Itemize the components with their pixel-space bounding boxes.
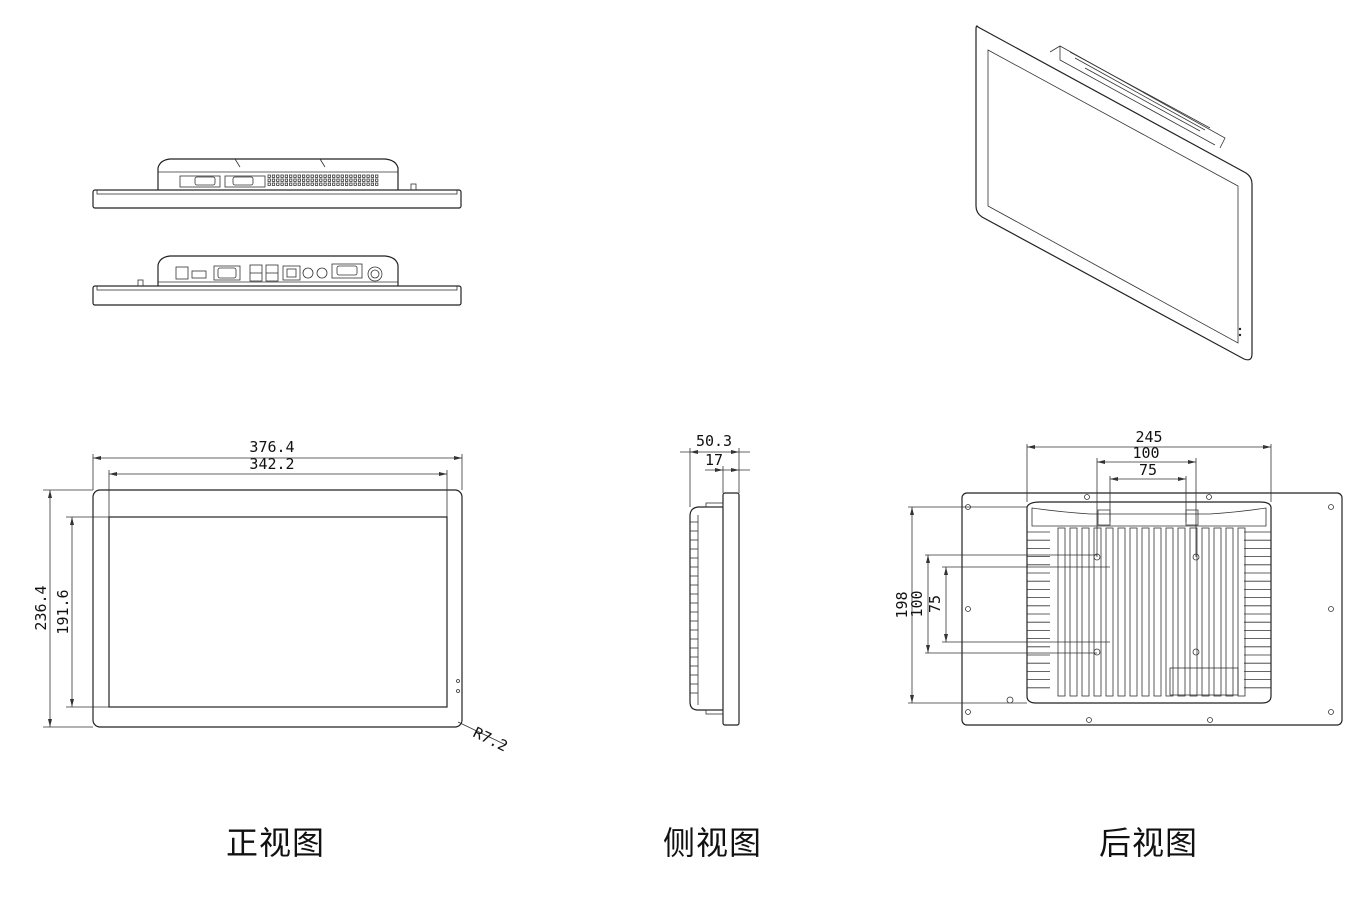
rear-heatsink-slots	[1057, 527, 1246, 697]
top-view-drawing	[92, 158, 462, 209]
front-view-caption: 正视图	[226, 824, 326, 862]
dim-rear-height-75: 75	[926, 595, 944, 613]
dim-rear-width-75: 75	[1139, 461, 1157, 479]
dim-depth-total: 50.3	[696, 432, 732, 450]
side-heatsink-fins	[690, 515, 699, 705]
rear-fins-left	[1027, 531, 1050, 689]
bottom-view-drawing	[92, 255, 462, 306]
dim-rear-width-100: 100	[1132, 444, 1159, 462]
dim-height-outer: 236.4	[32, 585, 50, 630]
dim-width-inner: 342.2	[249, 455, 294, 473]
rear-fins-right	[1244, 531, 1271, 689]
dim-width-outer: 376.4	[249, 438, 294, 456]
dim-height-inner: 191.6	[54, 589, 72, 634]
side-view-caption: 侧视图	[663, 824, 763, 862]
rear-view-drawing	[908, 444, 1343, 726]
dim-rear-width-245: 245	[1135, 428, 1162, 446]
top-vent-grille	[267, 174, 379, 186]
perspective-view-drawing	[975, 25, 1253, 361]
side-view-drawing	[680, 448, 750, 726]
dim-depth-front: 17	[705, 451, 723, 469]
front-view-drawing	[43, 454, 507, 746]
dim-rear-height-198: 198	[893, 591, 911, 618]
dim-rear-height-100: 100	[908, 590, 926, 617]
rear-view-caption: 后视图	[1099, 824, 1199, 862]
dim-corner-radius: R7.2	[470, 723, 510, 755]
